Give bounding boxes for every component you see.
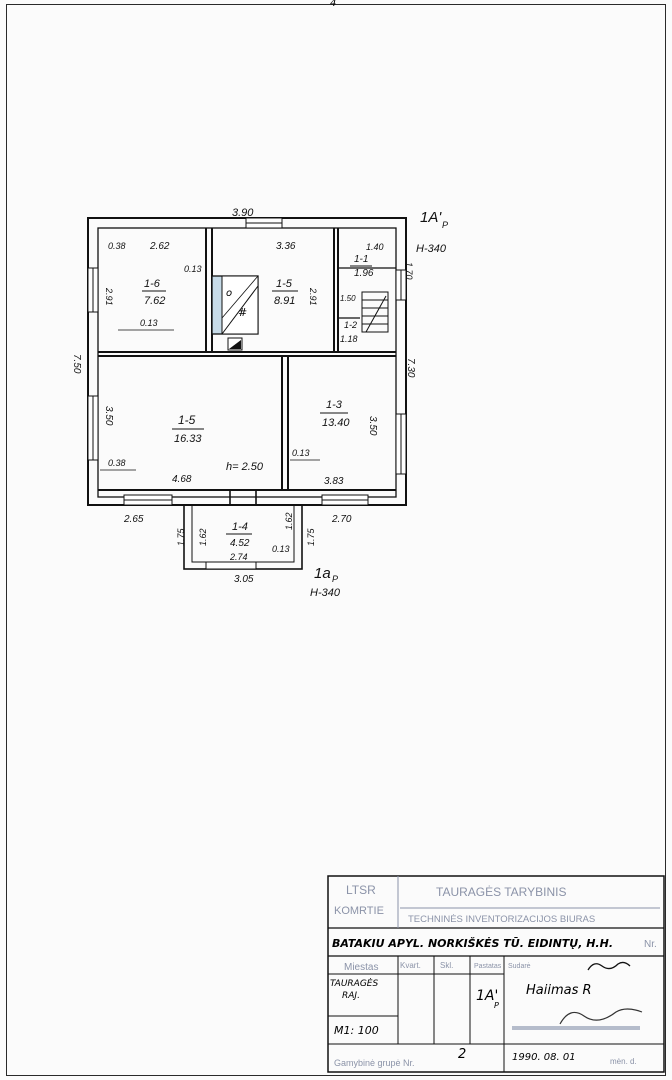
dim-291-left: 2.91 bbox=[104, 287, 114, 306]
dim-150: 1.50 bbox=[340, 294, 356, 303]
interior-walls bbox=[98, 228, 396, 491]
dim-468: 4.68 bbox=[172, 474, 192, 485]
dim-140: 1.40 bbox=[366, 242, 384, 252]
stove: o # bbox=[211, 275, 259, 351]
dim-175-right: 1.75 bbox=[306, 527, 316, 546]
dim-262: 2.62 bbox=[149, 241, 170, 252]
room-1-6-area: 7.62 bbox=[144, 295, 165, 307]
date: 1990. 08. 01 bbox=[512, 1052, 576, 1063]
dim-038-top: 0.38 bbox=[108, 241, 126, 251]
room-1-5-large-id: 1-5 bbox=[178, 413, 196, 427]
room-1-5-small-area: 8.91 bbox=[274, 295, 295, 307]
dim-291-mid: 2.91 bbox=[308, 287, 318, 306]
org-left-line-2: KOMRTIE bbox=[334, 905, 384, 917]
building-height-1: H-340 bbox=[416, 243, 447, 255]
city-value-2: RAJ. bbox=[342, 991, 360, 1001]
porch bbox=[183, 490, 303, 570]
stove-symbol-o: o bbox=[226, 288, 232, 299]
group-value: 2 bbox=[458, 1047, 466, 1062]
room-1-1-id: 1-1 bbox=[354, 254, 368, 265]
scale: M1: 100 bbox=[334, 1024, 379, 1037]
dim-270: 2.70 bbox=[331, 514, 352, 525]
sheet-frame bbox=[6, 4, 666, 1076]
dim-left-length: 7.50 bbox=[71, 354, 82, 374]
signature-name: Haiimas R bbox=[526, 983, 592, 998]
dim-336: 3.36 bbox=[276, 241, 296, 252]
dim-305: 3.05 bbox=[234, 574, 254, 585]
room-1-4-id: 1-4 bbox=[232, 521, 248, 533]
col-sudare: Sudarė bbox=[508, 963, 531, 970]
dim-265: 2.65 bbox=[123, 514, 144, 525]
dim-013-c: 0.13 bbox=[292, 448, 310, 458]
building-label-1a-bottom-sub: P bbox=[332, 574, 338, 584]
room-1-5-small-id: 1-5 bbox=[276, 278, 293, 290]
room-1-1-area: 1.96 bbox=[354, 268, 374, 279]
col-pastatas: Pastatas bbox=[474, 963, 502, 970]
city-value-1: TAURAGĖS bbox=[330, 978, 378, 989]
date-suffix: mėn. d. bbox=[610, 1057, 637, 1066]
col-kvart: Kvart. bbox=[400, 961, 421, 970]
dim-170: 1.70 bbox=[404, 262, 414, 280]
room-1-3-id: 1-3 bbox=[326, 399, 343, 411]
room-1-2-id: 1-2 bbox=[344, 320, 357, 330]
dim-013-d: 0.13 bbox=[272, 544, 290, 554]
address-line: BATAKIU APYL. NORKIŠKĖS TŪ. EIDINTŲ, H.H… bbox=[332, 936, 613, 950]
dim-013-a: 0.13 bbox=[184, 264, 202, 274]
top-mark: 4 bbox=[330, 0, 336, 9]
room-1-6-id: 1-6 bbox=[144, 278, 161, 290]
group-label: Gamybinė grupė Nr. bbox=[334, 1058, 415, 1068]
address-nr: Nr. bbox=[644, 939, 657, 950]
dim-162-right: 1.62 bbox=[284, 512, 294, 530]
dim-013-b: 0.13 bbox=[140, 318, 158, 328]
building-label-1a-sub: P bbox=[442, 220, 448, 230]
dim-top-width: 3.90 bbox=[232, 207, 254, 219]
dim-383: 3.83 bbox=[324, 476, 344, 487]
col-miestas: Miestas bbox=[344, 962, 378, 973]
room-height: h= 2.50 bbox=[226, 461, 264, 473]
org-left-line-1: LTSR bbox=[346, 883, 376, 897]
dim-038-bottom: 0.38 bbox=[108, 458, 126, 468]
org-right-line-1: TAURAGĖS TARYBINIS bbox=[436, 885, 566, 899]
stove-symbol-hash: # bbox=[238, 306, 247, 319]
room-1-5-large-area: 16.33 bbox=[174, 433, 202, 445]
pastatas-value-sub: P bbox=[494, 1001, 499, 1010]
signature-1 bbox=[587, 961, 631, 971]
building-height-2: H-340 bbox=[310, 587, 341, 599]
pastatas-value: 1A' bbox=[476, 988, 498, 1004]
dim-right-length: 7.30 bbox=[405, 358, 416, 378]
room-1-3-area: 13.40 bbox=[322, 417, 350, 429]
dim-162-left: 1.62 bbox=[198, 528, 208, 546]
col-skl: Skl. bbox=[440, 961, 453, 970]
signature-2 bbox=[559, 1008, 643, 1025]
staircase bbox=[361, 291, 389, 333]
building-label-1a-bottom: 1a bbox=[314, 565, 331, 582]
room-1-4-area: 4.52 bbox=[230, 538, 250, 549]
dim-118: 1.18 bbox=[340, 334, 358, 344]
title-block: LTSR KOMRTIE TAURAGĖS TARYBINIS TECHNINĖ… bbox=[327, 875, 665, 1073]
windows bbox=[87, 217, 407, 506]
building-label-1a: 1A' bbox=[420, 209, 442, 226]
org-right-line-2: TECHNINĖS INVENTORIZACIJOS BIURAS bbox=[408, 914, 595, 925]
dim-175-left: 1.75 bbox=[176, 527, 186, 546]
dim-274: 2.74 bbox=[229, 552, 248, 562]
dim-350-left: 3.50 bbox=[103, 406, 114, 426]
dim-350-right: 3.50 bbox=[367, 416, 378, 436]
